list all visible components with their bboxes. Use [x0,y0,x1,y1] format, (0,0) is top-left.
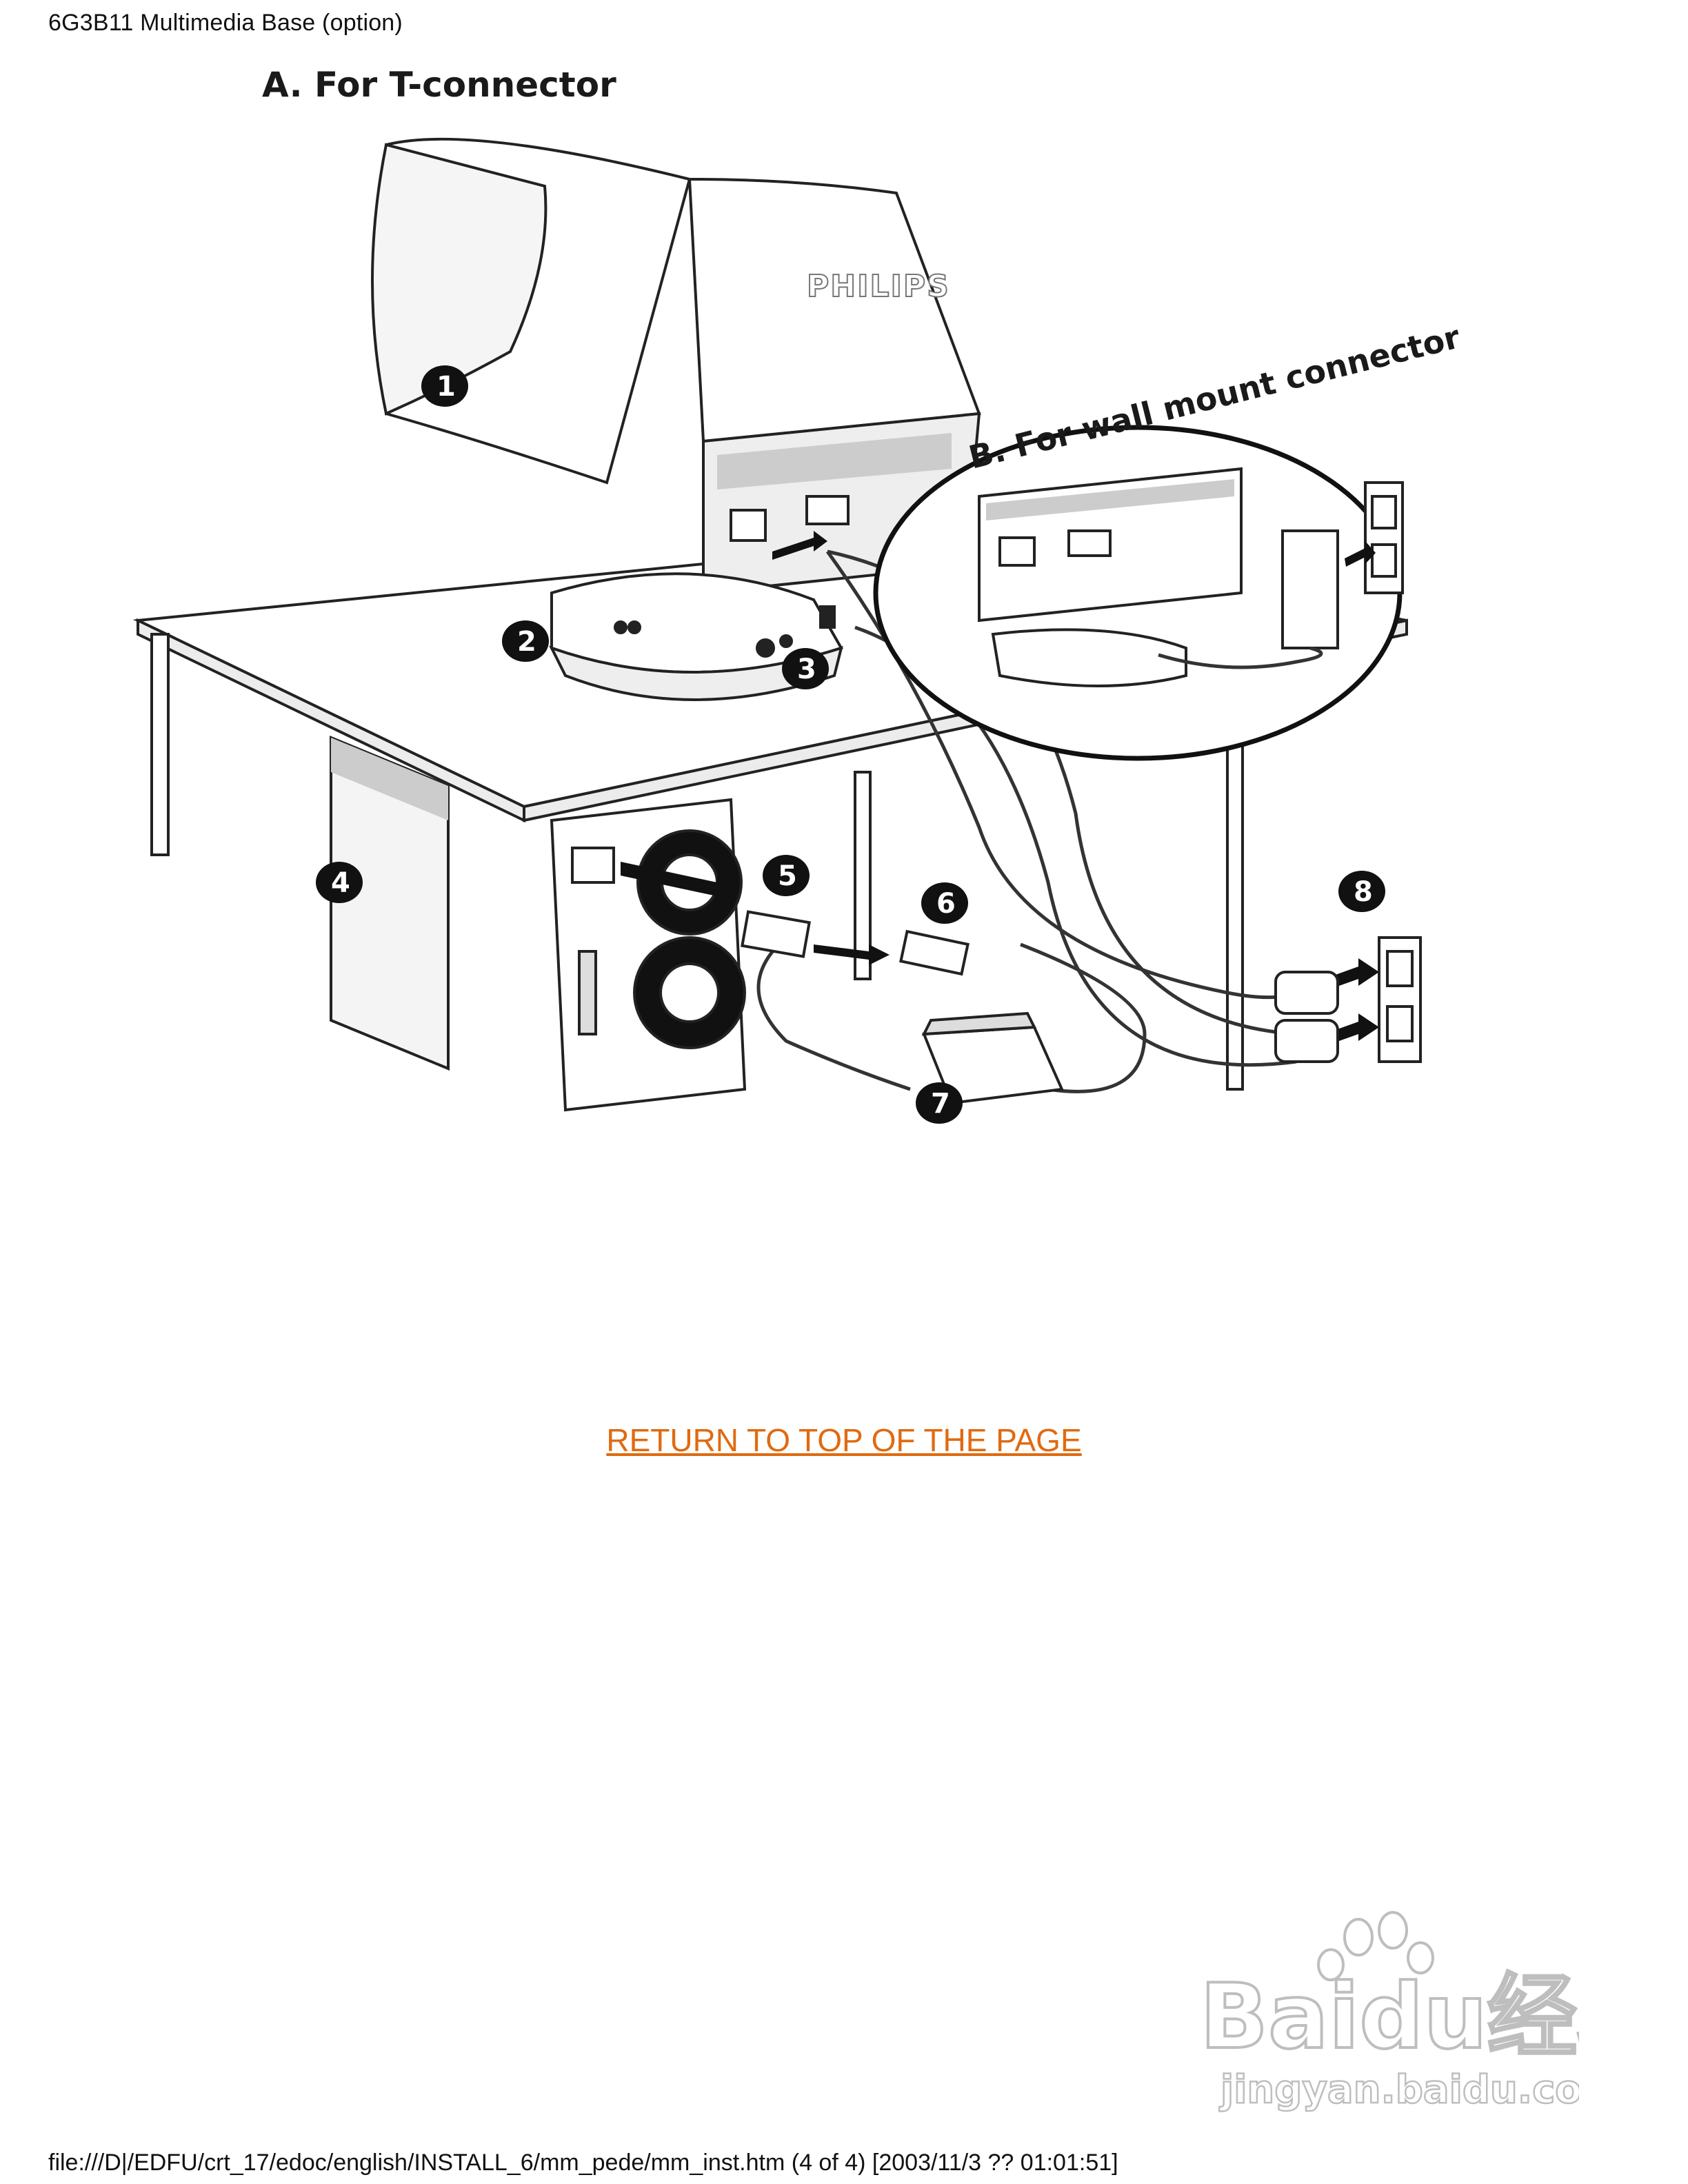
svg-text:5: 5 [778,860,797,892]
watermark-brand: Baidu经验 [1200,1964,1579,2069]
svg-text:4: 4 [331,867,350,899]
monitor: PHILIPS [371,137,981,595]
return-to-top: RETURN TO TOP OF THE PAGE [0,1422,1688,1459]
callout-2: 2 [502,620,549,662]
watermark-url: jingyan.baidu.com [1219,2067,1579,2112]
callout-8: 8 [1338,871,1385,912]
svg-text:2: 2 [517,626,536,658]
installation-illustration: A. For T-connector PHILIPS [124,55,1545,1158]
callout-badges: 1 2 3 4 5 6 7 [316,365,1385,1124]
callout-4: 4 [316,862,363,903]
svg-text:8: 8 [1354,876,1373,908]
callout-1: 1 [421,365,468,407]
baidu-watermark: Baidu经验 jingyan.baidu.com [1193,1910,1668,2116]
callout-6: 6 [921,882,968,924]
connectors [741,910,1064,1105]
paw-icon [1317,1911,1434,1981]
svg-text:7: 7 [931,1088,950,1120]
svg-text:6: 6 [936,888,956,920]
page-header: 6G3B11 Multimedia Base (option) [48,10,403,36]
figure-title-a: A. For T-connector [262,65,616,105]
wall-outlet [1274,936,1422,1063]
svg-text:1: 1 [436,371,456,403]
svg-text:3: 3 [797,654,816,685]
multimedia-base [549,572,843,701]
monitor-brand-logo: PHILIPS [807,269,950,304]
return-to-top-link[interactable]: RETURN TO TOP OF THE PAGE [606,1422,1082,1458]
pc-tower [550,798,747,1112]
callout-3: 3 [782,648,829,689]
page-footer: file:///D|/EDFU/crt_17/edoc/english/INST… [48,2150,1118,2176]
callout-7: 7 [916,1082,963,1124]
callout-5: 5 [763,855,810,896]
